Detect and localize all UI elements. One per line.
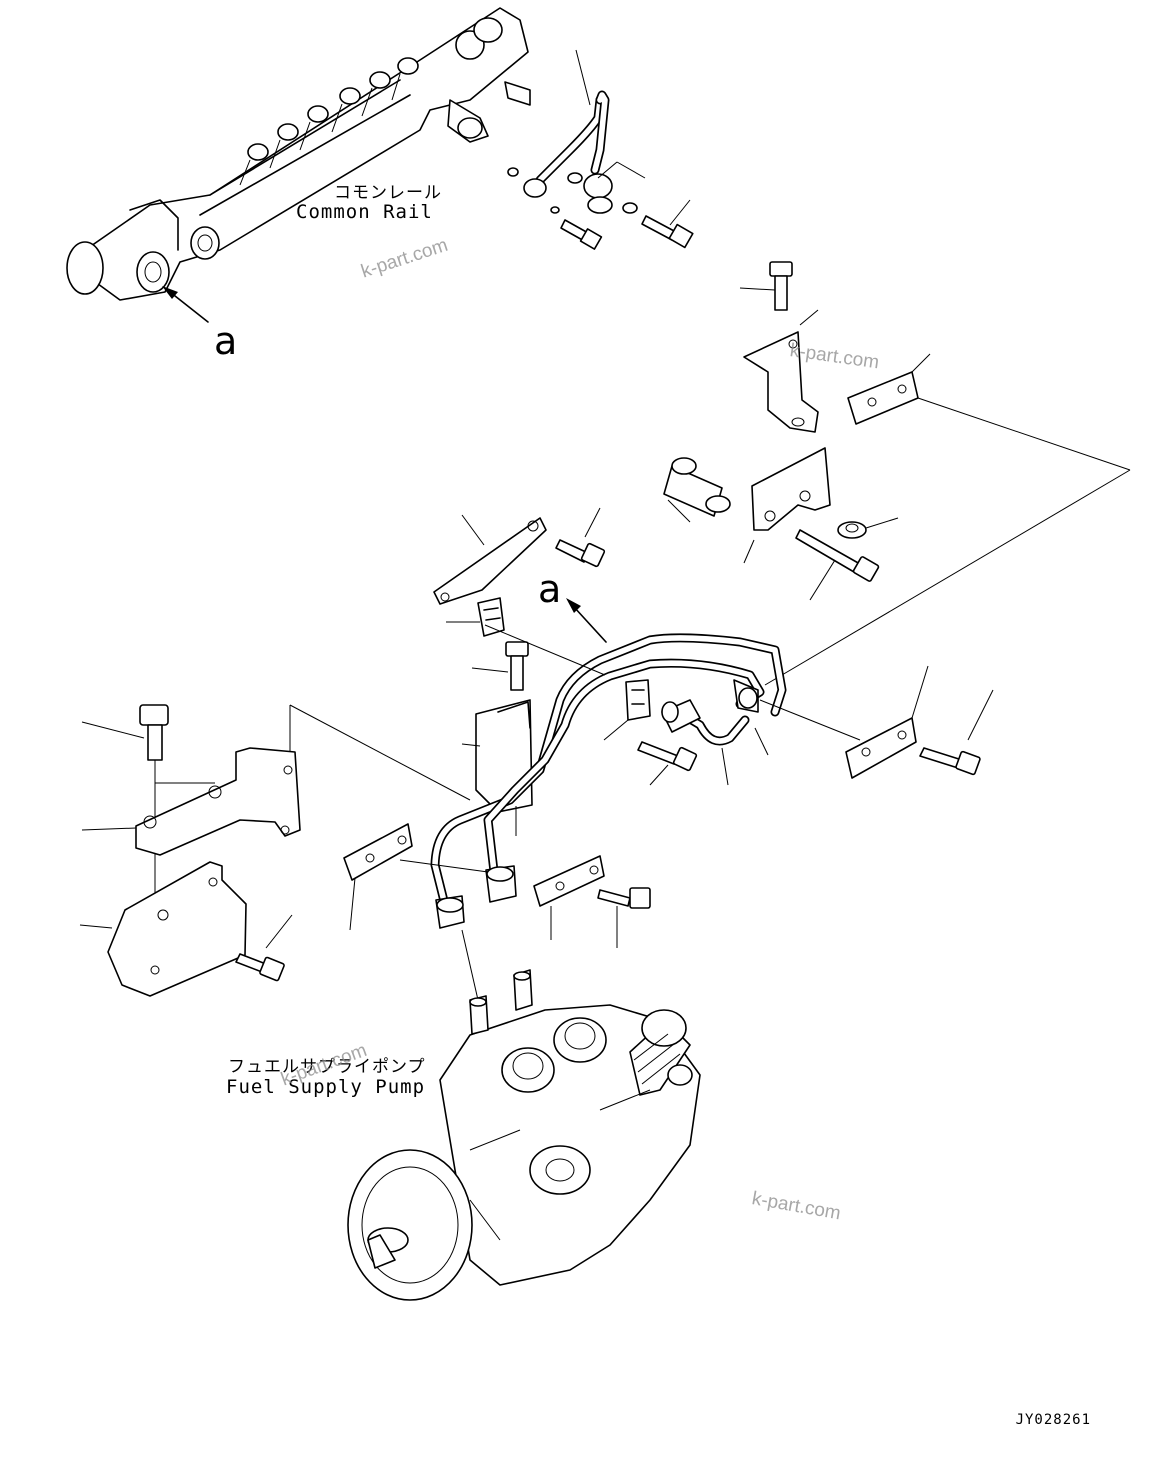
supply-pump-label-en: Fuel Supply Pump (226, 1076, 426, 1098)
lower-clamp-bolt (597, 887, 651, 948)
flange-nut (837, 517, 899, 539)
long-bolt (795, 529, 880, 601)
left-bolt (81, 704, 169, 761)
view-arrow-center (566, 598, 607, 643)
left-upper-bracket (81, 747, 301, 856)
common-rail-label-jp: コモンレール (334, 183, 442, 203)
small-clip-center (603, 679, 651, 741)
lower-clamp-right (533, 855, 605, 940)
reference-line (759, 699, 861, 741)
lower-clamp-left (343, 823, 413, 931)
lower-right-bracket (743, 447, 831, 564)
reference-line (917, 397, 1131, 471)
supply-pump-label-jp: フュエルサプライポンプ (228, 1057, 426, 1077)
clip-bolt-center (637, 741, 698, 786)
rail-bolts (560, 215, 694, 250)
center-bolt (471, 641, 529, 691)
stay-bar (433, 514, 547, 605)
leader-line (721, 747, 729, 786)
reference-line (461, 929, 479, 1001)
view-label-center: a (538, 567, 562, 611)
upper-bracket (743, 309, 819, 433)
reference-line (484, 624, 606, 676)
stay-bolt (555, 507, 606, 568)
pipe-fittings (435, 679, 759, 929)
left-lower-bolt (235, 914, 293, 982)
spacer-collar (663, 457, 731, 523)
upper-bolt (739, 261, 793, 311)
rail-leaders (575, 49, 691, 226)
left-lower-bracket (79, 861, 247, 997)
drawing-code: JY028261 (1015, 1412, 1091, 1428)
view-label-top: a (214, 319, 238, 363)
common-rail-label-en: Common Rail (296, 201, 433, 223)
rail-fuel-pipe (507, 90, 638, 214)
view-arrow-rail (162, 286, 209, 323)
right-clamp (845, 665, 929, 779)
reference-line (289, 704, 471, 801)
reference-line (399, 859, 489, 873)
right-clamp-bolt (919, 689, 994, 776)
common-rail (66, 7, 531, 301)
rail-injector-ports (239, 57, 419, 186)
main-fuel-pipes (430, 633, 787, 910)
fuel-supply-pump (347, 969, 701, 1301)
leader-line (754, 727, 769, 756)
reference-line (764, 469, 1131, 686)
small-clip-upper (446, 597, 505, 637)
